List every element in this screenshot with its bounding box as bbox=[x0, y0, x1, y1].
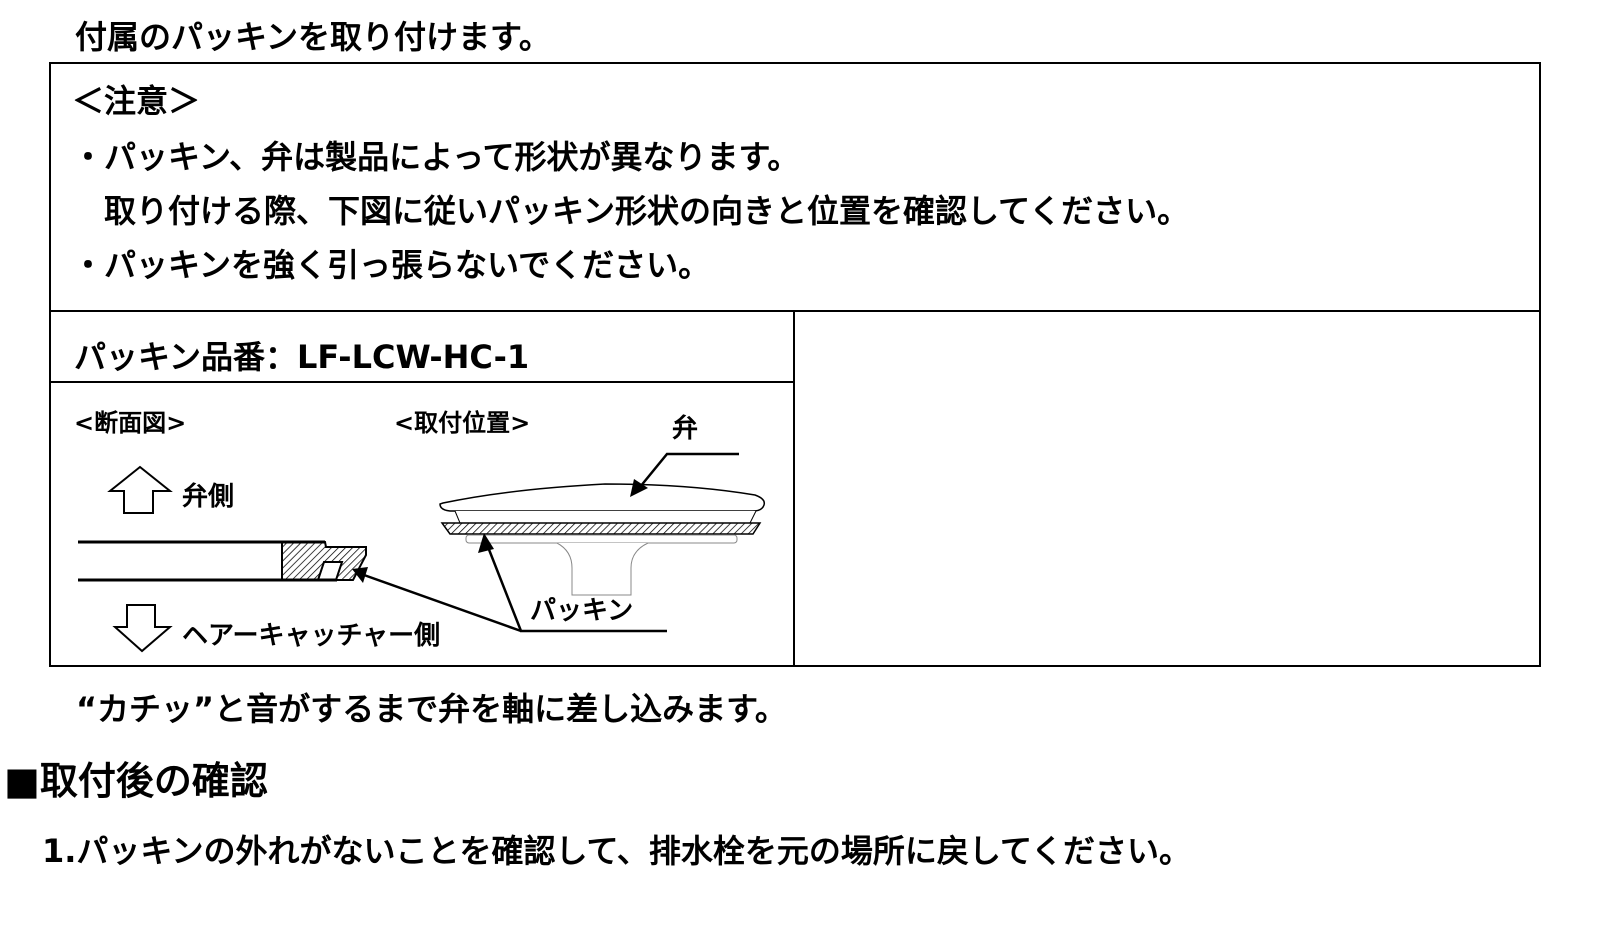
valve-stem bbox=[556, 542, 649, 596]
valve-label: 弁 bbox=[672, 413, 698, 444]
caution-box bbox=[49, 62, 1541, 667]
packing-diagram: <断面図> <取付位置> 弁側 ヘアーキャッチャー側 弁 パッキン bbox=[74, 409, 766, 653]
caution-line: ・パッキン、弁は製品によって形状が異なります。 bbox=[72, 138, 800, 176]
divider bbox=[49, 381, 795, 383]
leader-line bbox=[363, 573, 522, 633]
section-heading: ■取付後の確認 bbox=[4, 759, 268, 803]
caution-line: 取り付ける際、下図に従いパッキン形状の向きと位置を確認してください。 bbox=[104, 192, 1190, 230]
packing-band bbox=[440, 522, 762, 535]
up-arrow-icon bbox=[107, 465, 173, 514]
down-arrow-icon bbox=[112, 604, 173, 653]
packing-label: パッキン bbox=[530, 596, 633, 626]
cross-section-title: <断面図> bbox=[74, 409, 186, 437]
click-note: “カチッ”と音がするまで弁を軸に差し込みます。 bbox=[76, 690, 787, 728]
valve-side-label: 弁側 bbox=[182, 481, 234, 512]
arrowhead-icon bbox=[352, 567, 368, 583]
divider bbox=[49, 310, 1541, 312]
leader-line bbox=[639, 452, 739, 488]
part-number: パッキン品番：LF-LCW-HC-1 bbox=[74, 338, 530, 376]
mount-position-title: <取付位置> bbox=[394, 409, 530, 437]
step-1: 1.パッキンの外れがないことを確認して、排水栓を元の場所に戻してください。 bbox=[42, 832, 1191, 870]
valve-shape bbox=[454, 510, 757, 524]
packing-cross-section bbox=[281, 541, 367, 581]
lower-ring bbox=[465, 534, 738, 544]
caution-line: ・パッキンを強く引っ張らないでください。 bbox=[72, 246, 711, 284]
divider bbox=[793, 310, 795, 667]
arrowhead-icon bbox=[478, 533, 494, 553]
valve-shape bbox=[439, 483, 766, 512]
intro-text: 付属のパッキンを取り付けます。 bbox=[75, 18, 551, 56]
caution-heading: ＜注意＞ bbox=[72, 82, 201, 120]
hair-catcher-side-label: ヘアーキャッチャー側 bbox=[182, 621, 440, 651]
arrowhead-icon bbox=[630, 479, 648, 497]
